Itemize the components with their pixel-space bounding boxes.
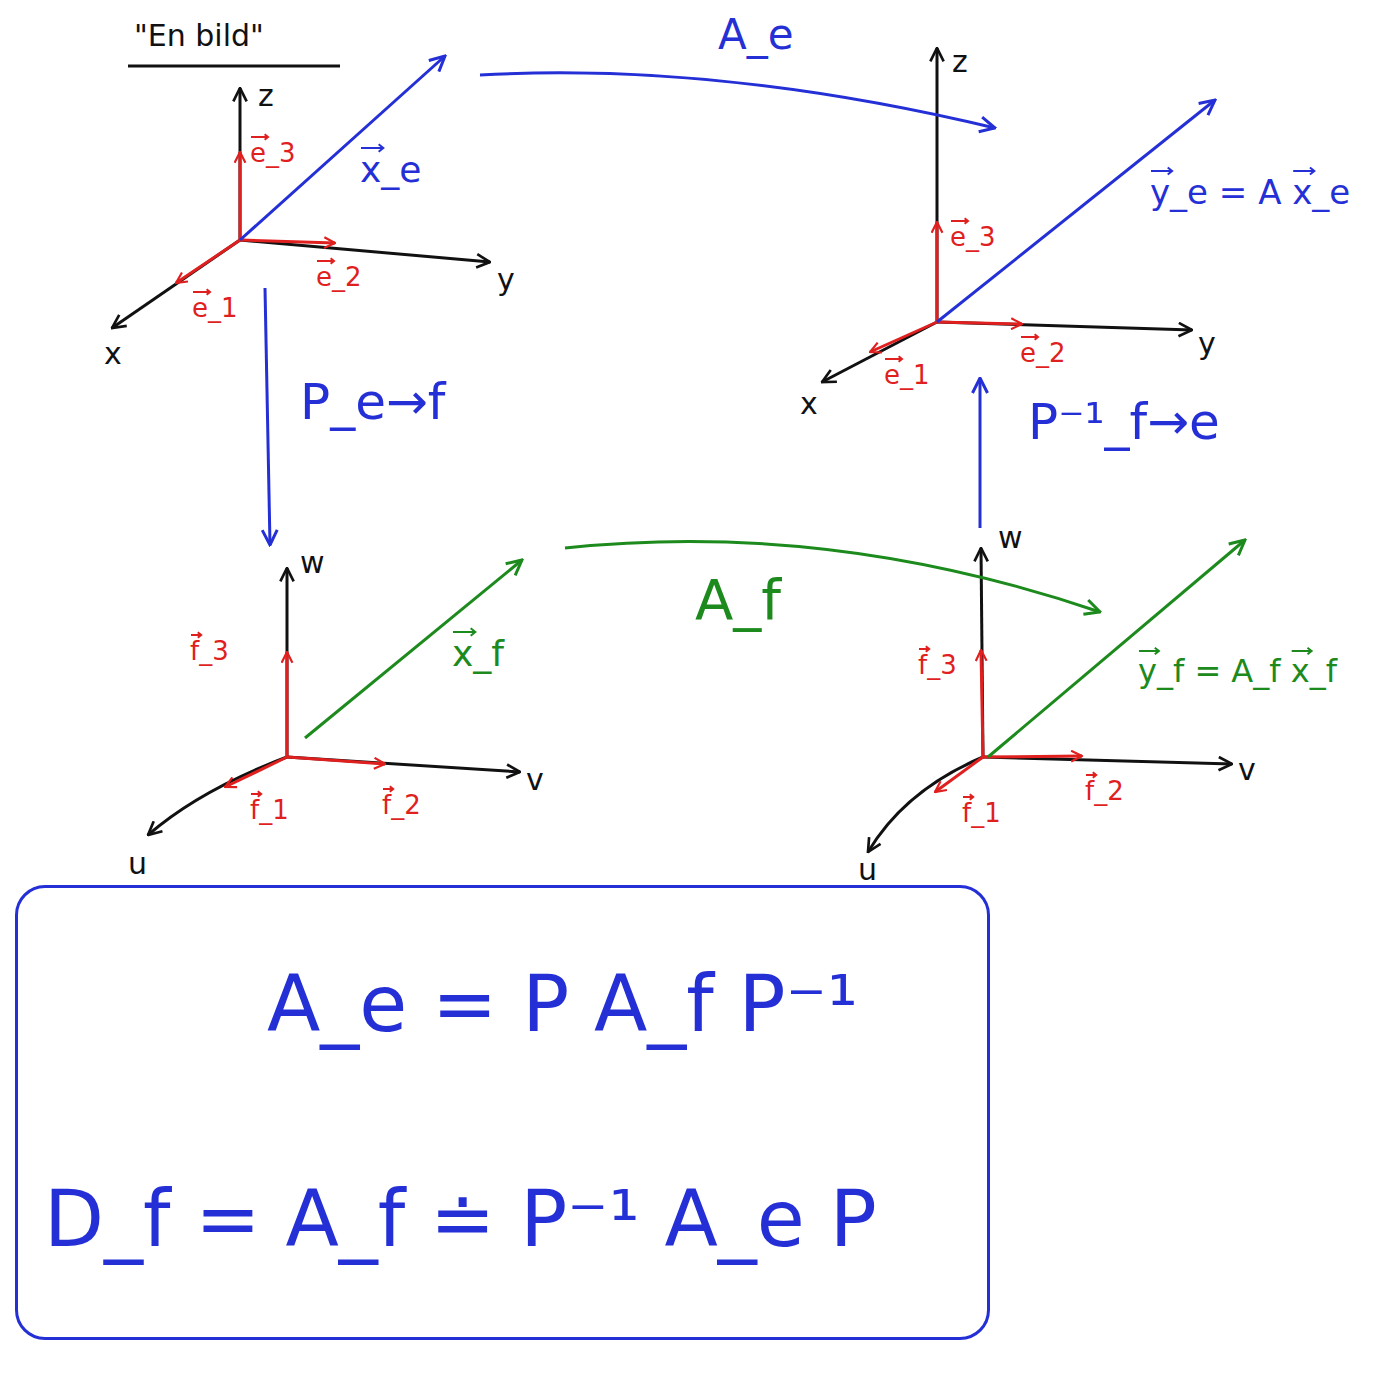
vector-yf <box>988 540 1245 757</box>
vector-xe <box>240 56 445 240</box>
formula: D_f = A_f ≐ P⁻¹ A_e P <box>32 1173 877 1267</box>
axes-e-right <box>822 48 1192 382</box>
map-label: A_f <box>695 566 781 633</box>
axis-label: u <box>128 846 147 882</box>
map-arrow-pinv <box>979 378 982 528</box>
formula: A_e = P A_f P⁻¹ <box>147 958 858 1052</box>
formula-box: A_e = P A_f P⁻¹ D_f = A_f ≐ P⁻¹ A_e P <box>15 885 990 1340</box>
map-label: P⁻¹_f→e <box>1028 392 1220 452</box>
basis-vector-label: e_2 <box>316 262 362 293</box>
axes-f-right <box>868 548 1232 852</box>
axis-label: y <box>1198 326 1216 362</box>
axis-label: w <box>300 545 325 581</box>
vector-label: y_e = A x_e <box>1150 172 1350 213</box>
title-underline <box>128 65 340 68</box>
map-label: P_e→f <box>300 372 445 432</box>
basis-vector-label: e_3 <box>250 138 296 169</box>
basis-f-left <box>225 652 385 787</box>
axis-label: y <box>497 262 515 298</box>
basis-vector-label: f_3 <box>918 650 957 681</box>
basis-vector-label: f_2 <box>382 790 421 821</box>
basis-vector-label: e_3 <box>950 222 996 253</box>
vector-xf <box>305 560 522 738</box>
basis-vector-label: e_2 <box>1020 338 1066 369</box>
axis-label: x <box>800 386 818 422</box>
basis-e-right <box>870 222 1022 352</box>
map-label: A_e <box>718 10 794 60</box>
axis-label: z <box>258 78 274 114</box>
vector-label: x_f <box>452 632 504 675</box>
basis-vector-label: f_2 <box>1085 776 1124 807</box>
basis-vector-label: e_1 <box>192 293 238 324</box>
basis-e-left <box>176 152 335 283</box>
map-arrow-ae <box>480 73 995 128</box>
axes-e-left <box>112 88 490 328</box>
basis-vector-label: f_1 <box>250 795 289 826</box>
title: "En bild" <box>134 18 264 54</box>
axis-label: w <box>998 520 1023 556</box>
axis-label: x <box>104 336 122 372</box>
axis-label: z <box>952 44 968 80</box>
axis-label: v <box>1238 752 1256 788</box>
map-arrow-p <box>265 288 270 545</box>
vector-label: y_f = A_f x_f <box>1138 652 1337 690</box>
vector-label: x_e <box>360 148 421 191</box>
axis-label: u <box>858 852 877 888</box>
axis-label: v <box>526 762 544 798</box>
basis-vector-label: e_1 <box>884 360 930 391</box>
basis-vector-label: f_3 <box>190 636 229 667</box>
basis-vector-label: f_1 <box>962 798 1001 829</box>
basis-f-right <box>935 650 1082 792</box>
